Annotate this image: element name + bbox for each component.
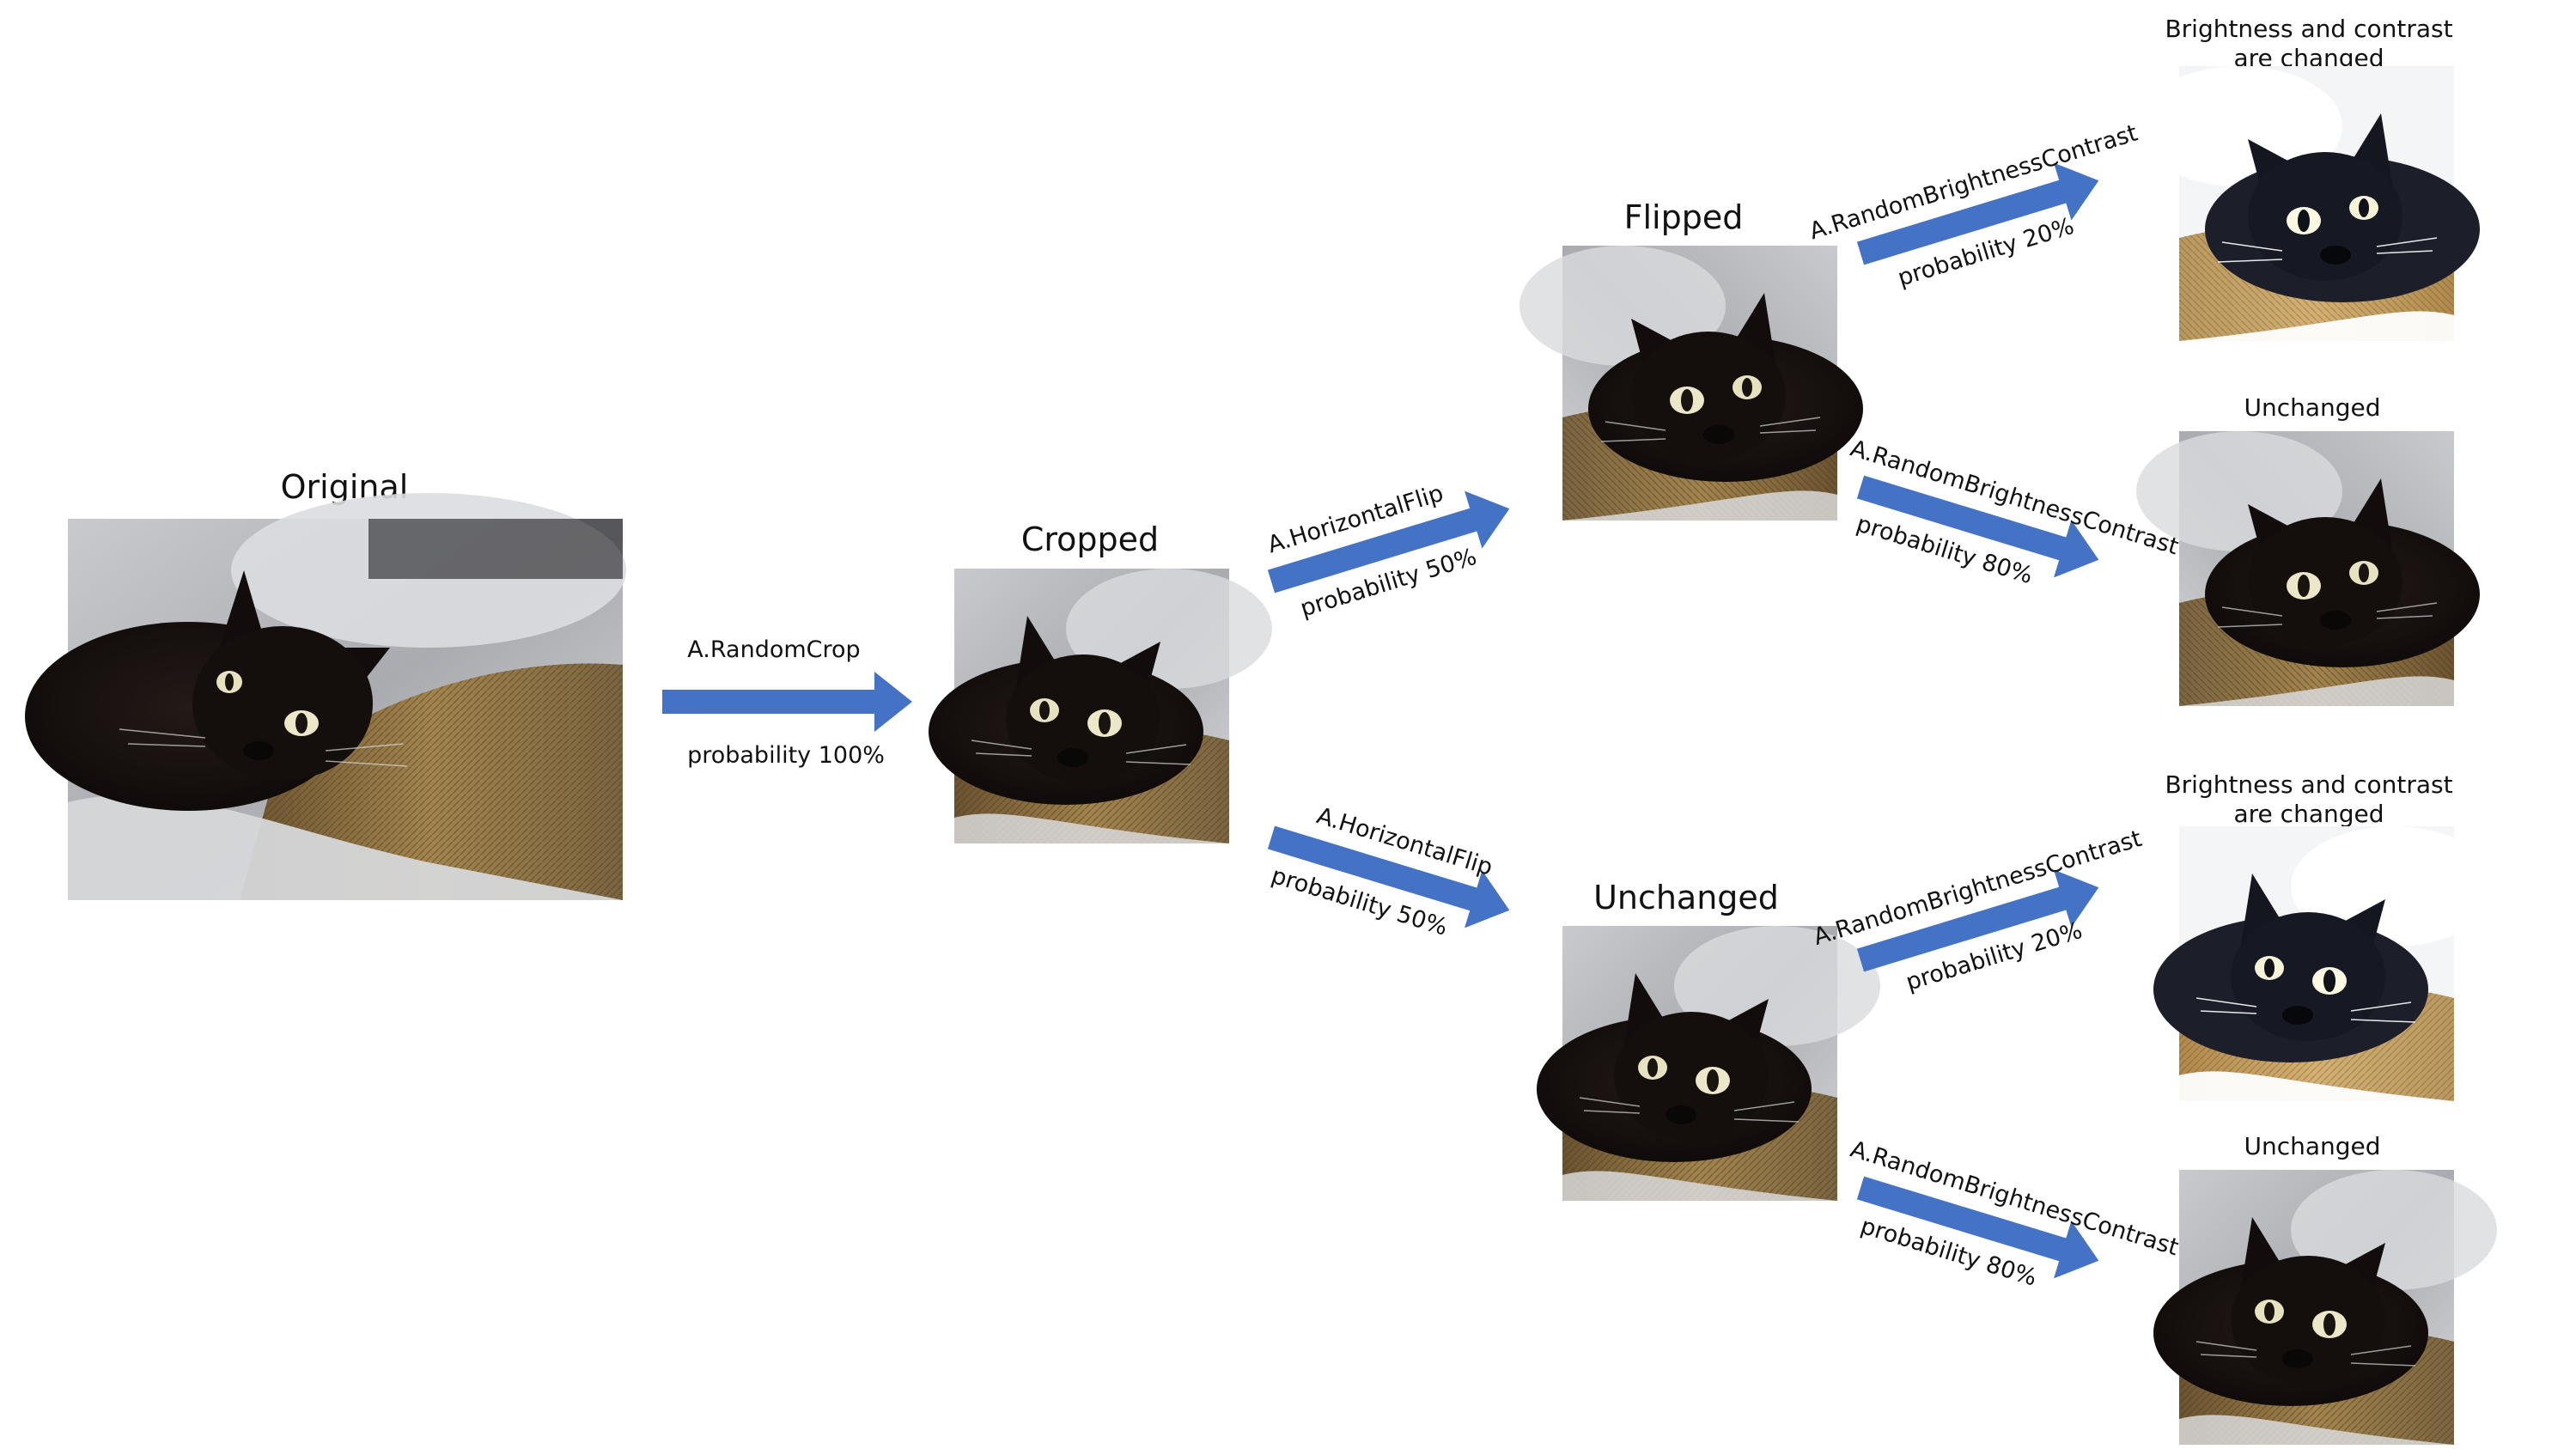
flip-up-arrow-group: A.HorizontalFlip probability 50% (1264, 480, 1510, 623)
unchanged-flip-title: Unchanged (1593, 879, 1779, 916)
flipped-photo (1519, 245, 1864, 521)
bc-top-photo (2135, 65, 2481, 342)
bc-bottom-title-line1: Brightness and contrast (2165, 770, 2452, 799)
bc-top-title-line1: Brightness and contrast (2165, 15, 2452, 43)
bc-arrow-1-group: A.RandomBrightnessContrast probability 2… (1806, 119, 2141, 291)
bc-arrow-2-group: A.RandomBrightnessContrast probability 8… (1848, 435, 2182, 589)
bc-arrow-4 (1856, 1176, 2099, 1279)
crop-arrow-probability: probability 100% (687, 742, 885, 769)
unchanged-top-photo (2135, 430, 2481, 707)
bc-bottom-photo (2153, 825, 2498, 1102)
flip-down-arrow-group: A.HorizontalFlip probability 50% (1267, 802, 1510, 941)
flip-down-arrow (1267, 825, 1510, 928)
bc-arrow-1 (1856, 162, 2099, 265)
flipped-title: Flipped (1624, 198, 1744, 236)
crop-arrow (662, 672, 912, 732)
flip-up-arrow (1267, 490, 1510, 594)
bc-bottom-title-line2: are changed (2234, 800, 2384, 828)
unchanged-bottom-photo (2153, 1169, 2498, 1446)
bc-arrow-3 (1856, 869, 2099, 972)
bc-arrow-4-group: A.RandomBrightnessContrast probability 8… (1848, 1135, 2182, 1291)
unchanged-bottom-title: Unchanged (2244, 1132, 2380, 1160)
crop-arrow-label: A.RandomCrop (687, 636, 860, 663)
cropped-photo (928, 568, 1273, 844)
bc-arrow-2 (1856, 475, 2099, 578)
unchanged-top-title: Unchanged (2244, 393, 2380, 422)
cropped-title: Cropped (1021, 521, 1159, 558)
original-photo (24, 492, 627, 901)
unchanged-flip-photo (1536, 925, 1881, 1202)
